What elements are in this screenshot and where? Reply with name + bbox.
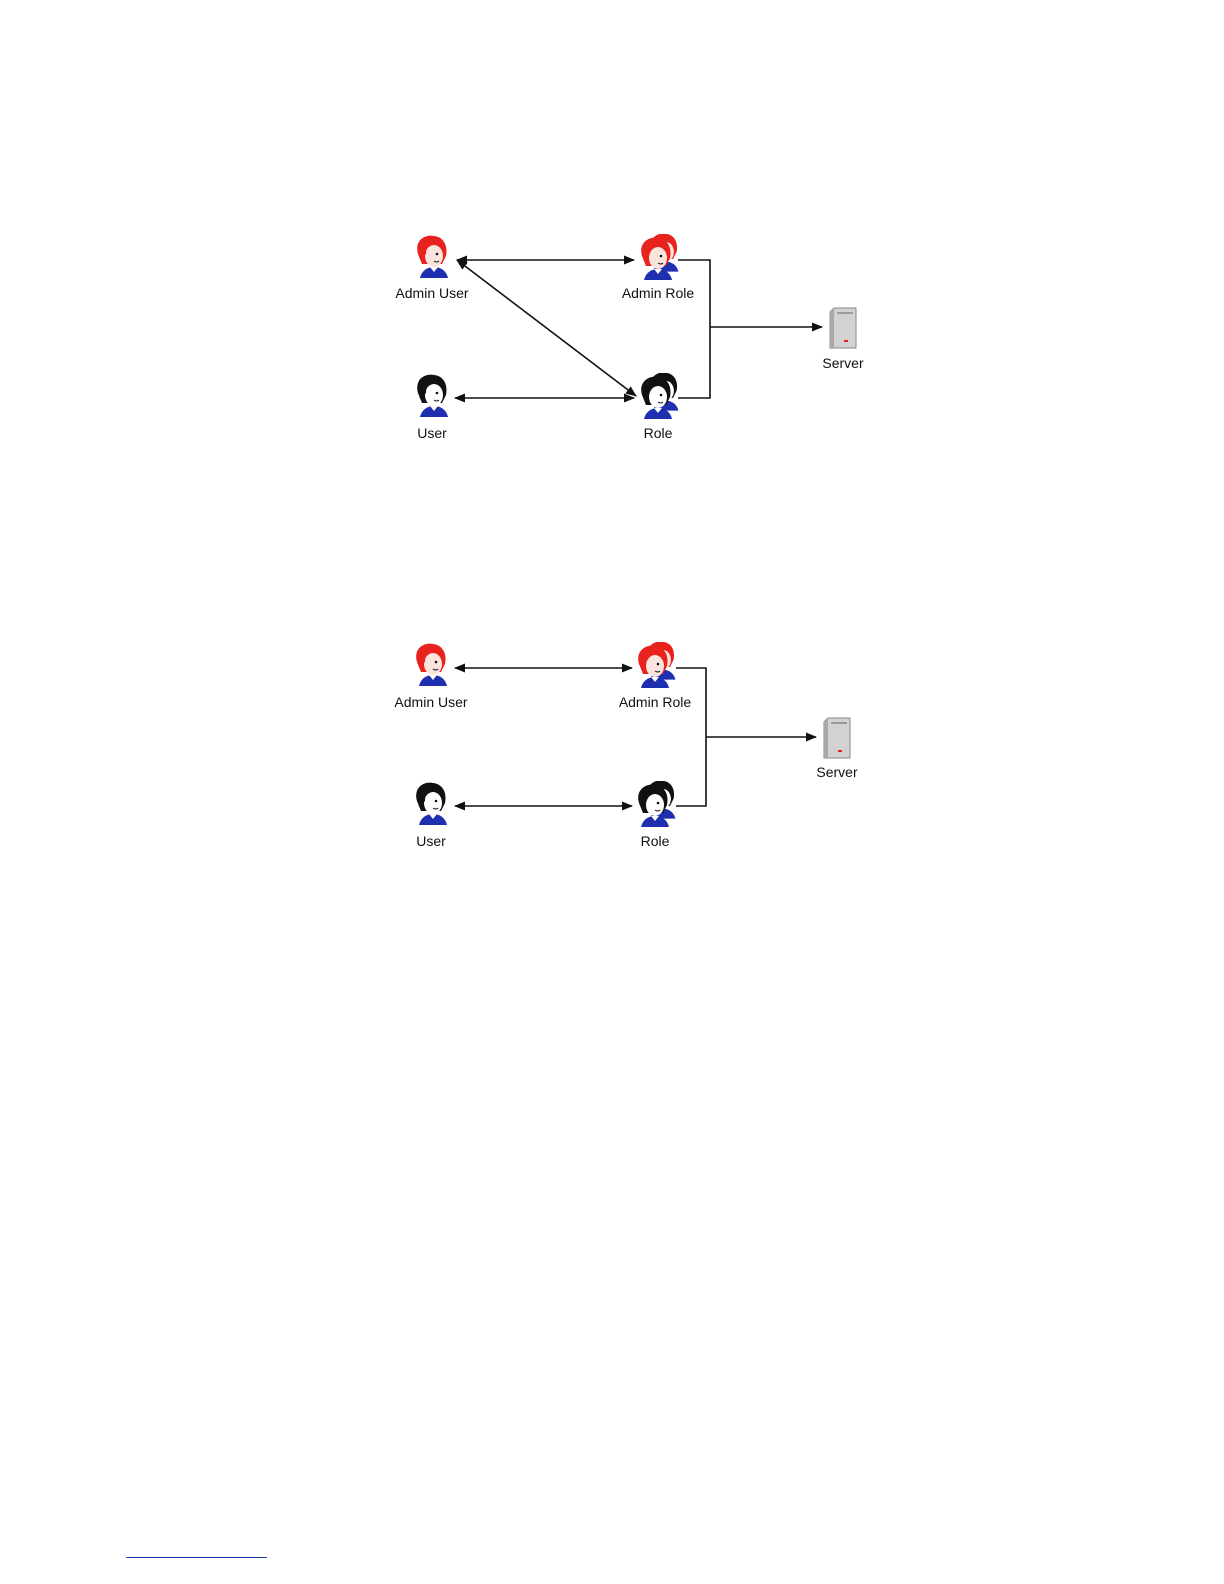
admin-role-icon [641, 233, 678, 280]
server-icon [824, 718, 850, 758]
server-label: Server [822, 355, 864, 371]
admin-user-icon [416, 644, 447, 686]
edge-admin-user-role [457, 260, 636, 396]
user-icon [416, 783, 447, 825]
admin-role-label: Admin Role [622, 285, 695, 301]
diagram-figure-2-canvas: Admin User Admin Role User Role Server [0, 630, 1224, 870]
user-icon [417, 375, 448, 417]
user-label: User [417, 425, 447, 441]
server-label: Server [816, 764, 858, 780]
user-label: User [416, 833, 446, 849]
admin-role-label: Admin Role [619, 694, 692, 710]
role-label: Role [644, 425, 673, 441]
diagram-figure-1-canvas: Admin User Admin Role User Role Server [0, 220, 1224, 460]
diagram-figure-2: Admin User Admin Role User Role Server [0, 630, 1224, 870]
footnote-separator [126, 1557, 267, 1558]
connector-admin-role-to-bus [676, 668, 706, 806]
role-icon [638, 780, 675, 827]
role-label: Role [641, 833, 670, 849]
server-icon [830, 308, 856, 348]
connector-admin-role-to-bus [678, 260, 710, 398]
admin-user-label: Admin User [395, 285, 468, 301]
admin-user-icon [417, 236, 448, 278]
admin-role-icon [638, 641, 675, 688]
diagram-figure-1: Admin User Admin Role User Role Server [0, 220, 1224, 460]
admin-user-label: Admin User [394, 694, 467, 710]
role-icon [641, 372, 678, 419]
